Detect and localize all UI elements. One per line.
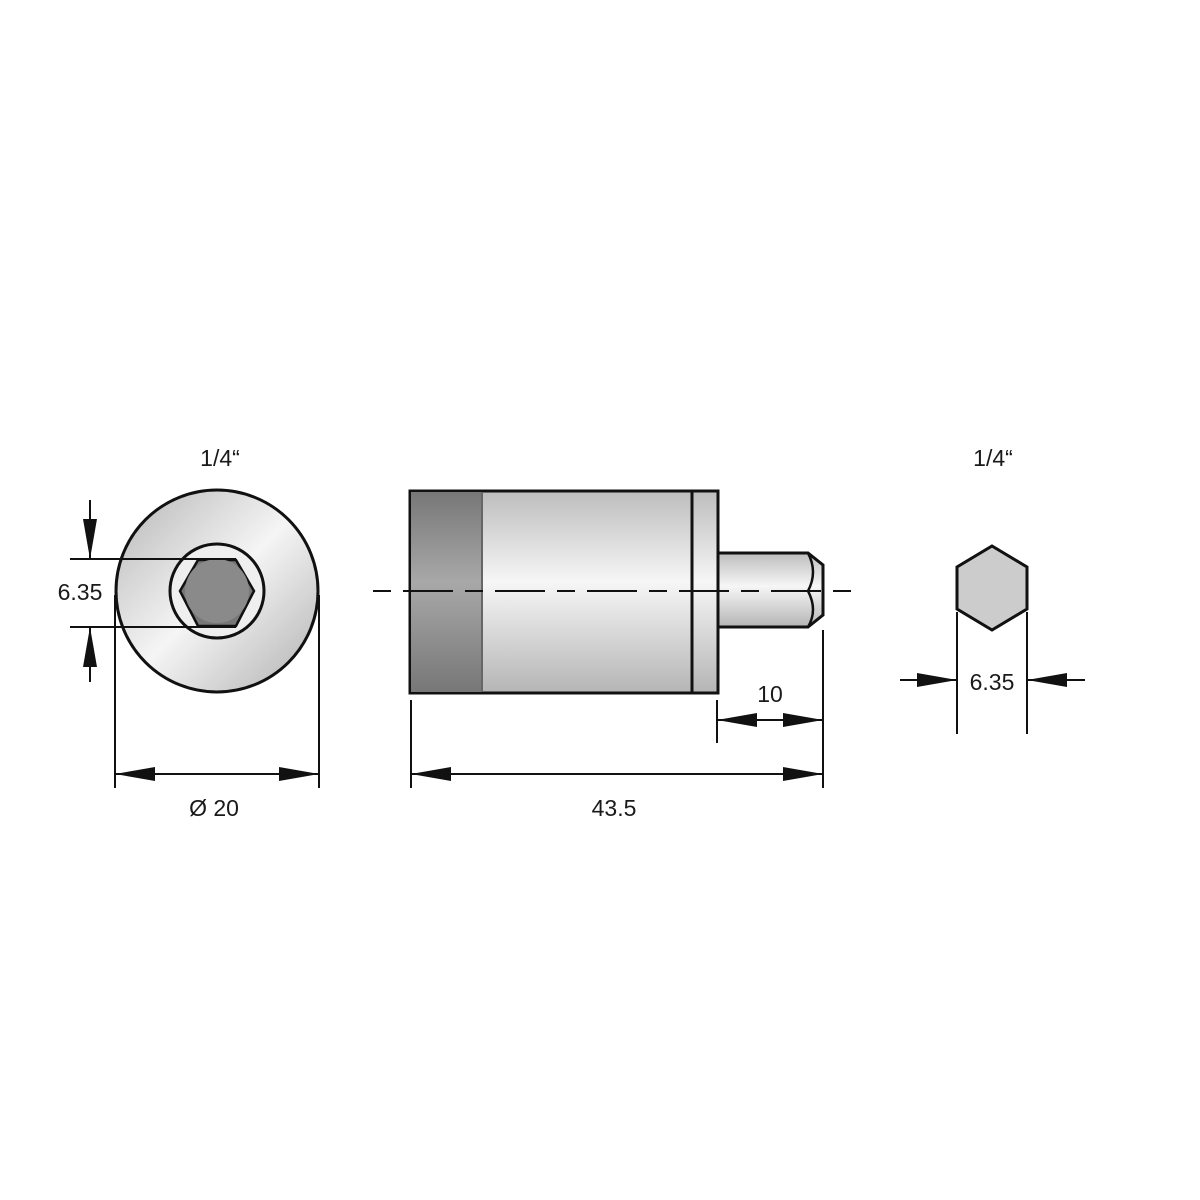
- diameter-dimension: Ø 20: [189, 795, 239, 821]
- overall-length-dimension: 43.5: [592, 795, 637, 821]
- side-view: 10 43.5: [373, 489, 856, 821]
- hex-end-dimension: 6.35: [970, 669, 1015, 695]
- front-view: 1/4“ 6.35 Ø 20: [58, 445, 320, 821]
- front-label: 1/4“: [200, 445, 240, 471]
- hex-end-label: 1/4“: [973, 445, 1013, 471]
- core: [185, 559, 249, 623]
- hex-end-view: 1/4“ 6.35: [900, 445, 1085, 734]
- front-hex-dimension: 6.35: [58, 579, 103, 605]
- shank-length-dimension: 10: [757, 681, 783, 707]
- hex-profile: [955, 544, 1029, 632]
